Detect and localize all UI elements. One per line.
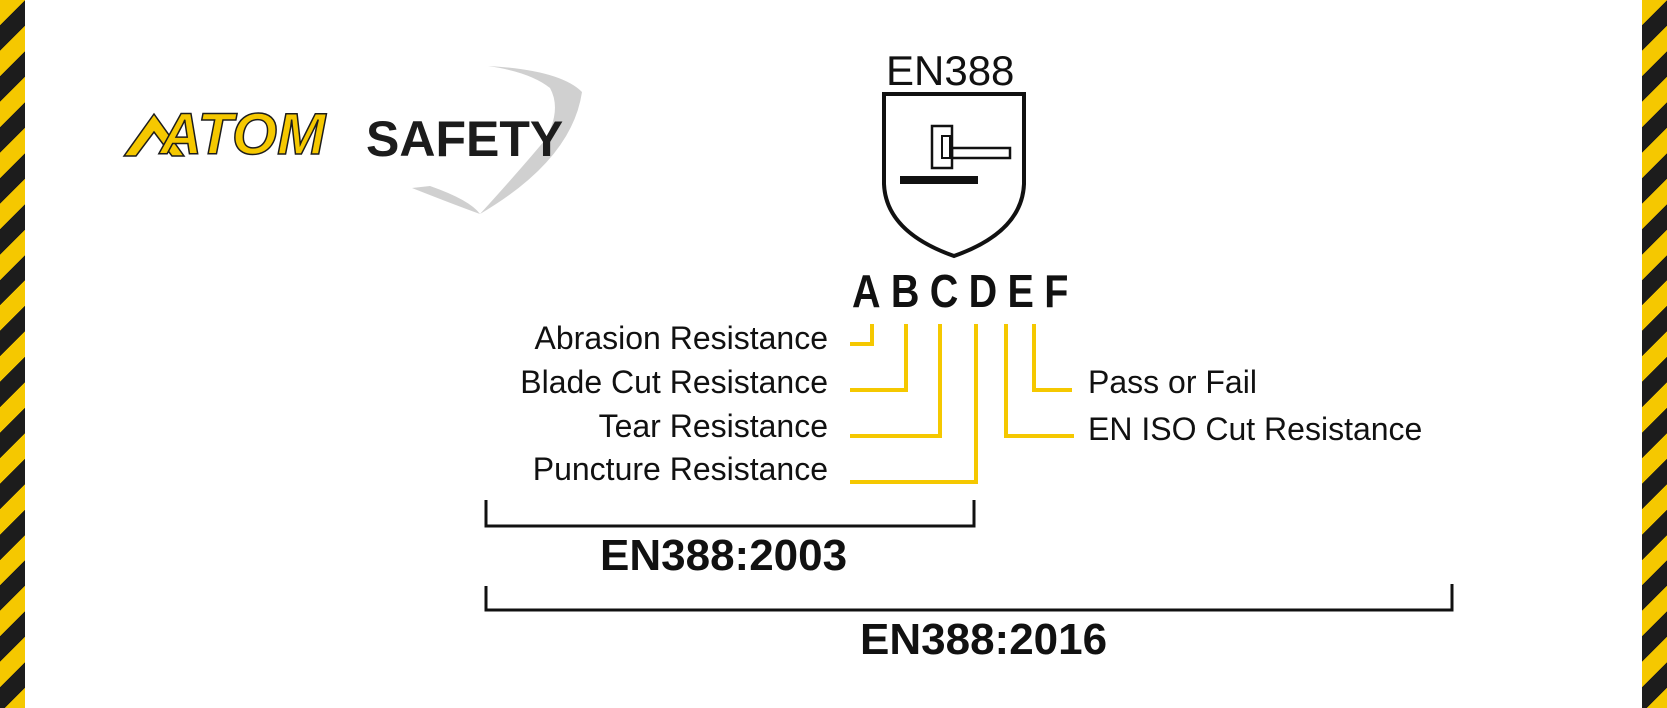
label-blade-cut: Blade Cut Resistance bbox=[520, 364, 828, 400]
standard-en388-2016: EN388:2016 bbox=[860, 615, 1108, 664]
standard-en388-2003: EN388:2003 bbox=[600, 531, 848, 580]
code-letters: ABCDEF bbox=[852, 265, 1079, 317]
brand-name-safety: SAFETY bbox=[366, 111, 564, 167]
connector-a bbox=[850, 324, 874, 346]
connector-e bbox=[1004, 324, 1074, 438]
hazard-stripe-left bbox=[0, 0, 25, 708]
connector-f bbox=[1032, 324, 1072, 392]
label-pass-fail: Pass or Fail bbox=[1088, 364, 1257, 400]
brand-name-atom: ATOM bbox=[159, 102, 326, 167]
connector-d bbox=[850, 324, 978, 484]
label-abrasion: Abrasion Resistance bbox=[534, 320, 828, 356]
bracket-en388-2003 bbox=[484, 500, 976, 528]
connector-c bbox=[850, 324, 942, 438]
connector-b bbox=[850, 324, 908, 392]
label-puncture: Puncture Resistance bbox=[532, 451, 828, 487]
label-tear: Tear Resistance bbox=[598, 408, 828, 444]
hazard-stripe-right bbox=[1642, 0, 1667, 708]
label-en-iso-cut: EN ISO Cut Resistance bbox=[1088, 411, 1423, 447]
symbol-title: EN388 bbox=[886, 47, 1015, 94]
bracket-en388-2016 bbox=[484, 584, 1454, 612]
